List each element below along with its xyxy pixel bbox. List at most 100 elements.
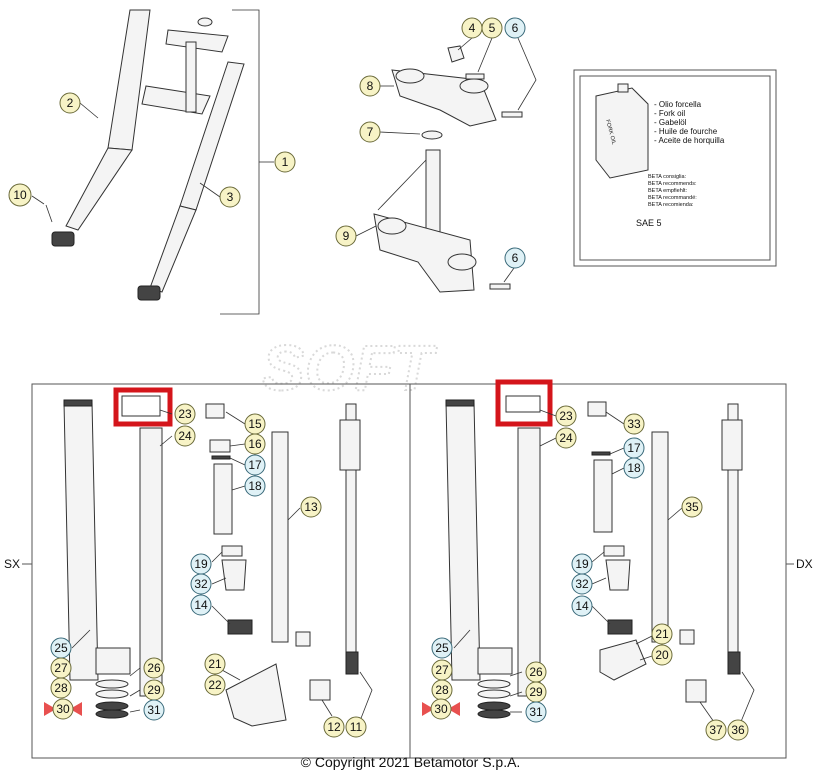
oil-line-4: - Aceite de horquilla [654, 136, 725, 145]
part-19 [221, 545, 243, 557]
callout-5: 5 [481, 17, 503, 39]
svg-text:37: 37 [709, 723, 723, 737]
svg-text:21: 21 [655, 627, 669, 641]
svg-text:23: 23 [559, 409, 573, 423]
svg-text:22: 22 [208, 678, 222, 692]
callout-2: 2 [59, 92, 81, 114]
cartridge-tube-13 [271, 431, 289, 643]
cap-15 [205, 403, 225, 419]
part-32-right [605, 559, 631, 591]
callout-right-23: 23 [555, 405, 577, 427]
svg-text:21: 21 [208, 657, 222, 671]
bolt-6-upper [501, 111, 523, 118]
callout-right-20: 20 [651, 644, 673, 666]
callout-left-18: 18 [244, 475, 266, 497]
beta-line-1: BETA recommends: [648, 181, 697, 187]
side-label-dx: DX [796, 557, 813, 571]
callout-right-36: 36 [727, 719, 749, 741]
svg-text:18: 18 [248, 479, 262, 493]
inner-tube-right [517, 427, 541, 697]
callout-left-19: 19 [190, 553, 212, 575]
callout-left-21: 21 [204, 653, 226, 675]
callout-left-17: 17 [244, 454, 266, 476]
part-19-right [603, 545, 625, 557]
callout-right-14: 14 [571, 595, 593, 617]
callout-left-28: 28 [50, 677, 72, 699]
cartridge-tube-35 [651, 431, 669, 643]
callout-left-22: 22 [204, 674, 226, 696]
callout-right-19: 19 [571, 553, 593, 575]
svg-text:25: 25 [54, 641, 68, 655]
spacer-16 [209, 439, 231, 453]
svg-text:9: 9 [343, 229, 350, 243]
left-fork-internals [44, 387, 373, 727]
svg-text:19: 19 [575, 557, 589, 571]
oil-line-0: - Olio forcella [654, 100, 702, 109]
svg-text:31: 31 [147, 703, 161, 717]
highlight-box-right [495, 379, 553, 427]
callout-right-24: 24 [555, 427, 577, 449]
callout-left-11: 11 [345, 716, 367, 738]
beta-line-0: BETA consiglia: [648, 174, 687, 180]
bolt-6-lower [489, 283, 511, 290]
svg-text:29: 29 [529, 685, 543, 699]
callout-6-lower: 6 [504, 247, 526, 269]
svg-text:14: 14 [575, 599, 589, 613]
label-part-23 [121, 395, 161, 417]
callout-right-28: 28 [431, 679, 453, 701]
fork-foot-left [51, 231, 75, 247]
copyright-notice: © Copyright 2021 Betamotor S.p.A. [300, 754, 521, 770]
svg-text:10: 10 [13, 188, 27, 202]
callout-right-18: 18 [623, 457, 645, 479]
callout-left-16: 16 [244, 433, 266, 455]
fork-leg-left-lower [65, 147, 133, 231]
callout-left-13: 13 [300, 496, 322, 518]
svg-text:7: 7 [367, 125, 374, 139]
svg-text:18: 18 [627, 461, 641, 475]
steering-stem [185, 41, 197, 113]
svg-text:2: 2 [67, 96, 74, 110]
callout-left-12: 12 [323, 716, 345, 738]
svg-text:12: 12 [327, 720, 341, 734]
foot-bracket-22 [225, 663, 287, 727]
outer-tube-left [63, 401, 99, 681]
svg-text:17: 17 [248, 458, 262, 472]
svg-text:3: 3 [227, 190, 234, 204]
oil-line-1: - Fork oil [654, 109, 685, 118]
svg-text:4: 4 [469, 21, 476, 35]
lower-triple-clamp [373, 213, 475, 293]
callout-right-27: 27 [431, 659, 453, 681]
bolt-5 [465, 73, 485, 80]
callout-6-upper: 6 [504, 17, 526, 39]
svg-text:33: 33 [627, 417, 641, 431]
svg-text:32: 32 [575, 577, 589, 591]
svg-text:5: 5 [489, 21, 496, 35]
callout-left-26: 26 [143, 657, 165, 679]
svg-text:29: 29 [147, 683, 161, 697]
marker-arrow-right-a [422, 702, 434, 716]
svg-text:13: 13 [304, 500, 318, 514]
svg-text:17: 17 [627, 441, 641, 455]
marker-arrow-left-b [70, 702, 82, 716]
tube-lower-section-right [477, 647, 513, 675]
svg-text:1: 1 [282, 155, 289, 169]
callout-left-24: 24 [174, 425, 196, 447]
callout-right-25: 25 [431, 637, 453, 659]
svg-text:11: 11 [350, 720, 363, 734]
svg-text:26: 26 [147, 661, 161, 675]
inner-tube-left [139, 427, 163, 697]
svg-text:26: 26 [529, 665, 543, 679]
nut-4 [447, 45, 465, 63]
callout-3: 3 [219, 186, 241, 208]
tube-lower-section-left [95, 647, 131, 675]
svg-text:24: 24 [559, 431, 573, 445]
svg-text:28: 28 [435, 683, 449, 697]
valve-12 [309, 679, 331, 701]
svg-text:27: 27 [435, 663, 449, 677]
beta-line-4: BETA recomienda: [648, 202, 694, 208]
callout-10: 10 [8, 183, 32, 207]
svg-text:14: 14 [194, 598, 208, 612]
oil-line-3: - Huile de fourche [654, 127, 718, 136]
bumper-14 [227, 619, 253, 635]
